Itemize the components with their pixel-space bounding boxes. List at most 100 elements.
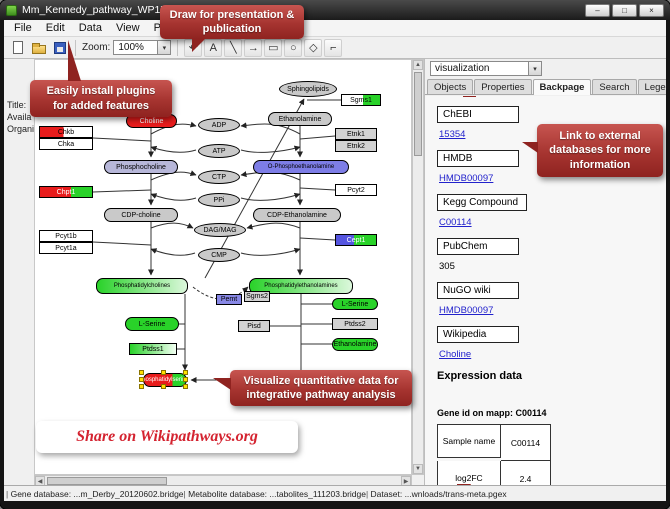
info-label: Availa xyxy=(7,112,32,122)
pathway-node[interactable]: Etnk2 xyxy=(335,140,377,152)
gene-id-line: Gene id on mapp: C00114 xyxy=(437,408,547,418)
pathway-node[interactable]: Phosphocholine xyxy=(104,160,178,174)
horizontal-scroll-thumb[interactable] xyxy=(47,477,167,485)
zoom-select[interactable]: 100% ▾ xyxy=(113,40,172,55)
menu-item[interactable]: File xyxy=(14,22,32,34)
visualization-select[interactable]: visualization ▾ xyxy=(430,61,542,76)
status-segment: Metabolite database: ...tabolites_111203… xyxy=(184,489,366,499)
database-link[interactable]: HMDB00097 xyxy=(439,173,494,184)
pathway-node[interactable]: DAG/MAG xyxy=(194,223,246,237)
title-bar[interactable]: Mm_Kennedy_pathway_WP1771_45176.gp... –□… xyxy=(0,0,670,20)
sidebar-tab[interactable]: Search xyxy=(592,79,637,94)
pathway-node[interactable]: Pemt xyxy=(216,294,242,305)
new-file-icon[interactable] xyxy=(9,39,27,57)
pathway-node[interactable]: Etnk1 xyxy=(335,128,377,140)
menu-item[interactable]: Data xyxy=(78,22,102,34)
database-name-box: Wikipedia xyxy=(437,326,519,343)
pathway-node[interactable]: L-Serine xyxy=(125,317,179,331)
toolbar: Zoom: 100% ▾ ↶A╲→▭○◇⌐ xyxy=(4,37,666,59)
selection-handle[interactable] xyxy=(183,384,188,389)
arrow-tool-icon[interactable]: → xyxy=(244,38,263,57)
pathway-node[interactable]: Sgms1 xyxy=(341,94,381,106)
pathway-node[interactable]: L-Serine xyxy=(332,298,378,310)
pathway-node[interactable]: CDP-Ethanolamine xyxy=(253,208,341,222)
sidebar-tab[interactable]: Legend xyxy=(637,79,666,94)
ellipse-tool-icon[interactable]: ○ xyxy=(284,38,303,57)
database-link[interactable]: HMDB00097 xyxy=(439,305,494,316)
pathway-node[interactable]: Chkb xyxy=(39,126,93,138)
database-link[interactable]: Choline xyxy=(439,349,472,360)
visualization-value: visualization xyxy=(435,63,490,74)
selection-handle[interactable] xyxy=(183,370,188,375)
chevron-down-icon[interactable]: ▾ xyxy=(157,41,171,54)
pathway-node[interactable]: ADP xyxy=(198,118,240,132)
close-button[interactable]: × xyxy=(639,3,664,17)
pathway-node[interactable]: Ethanolamine xyxy=(332,338,378,351)
vertical-scroll-thumb[interactable] xyxy=(414,72,422,156)
database-link[interactable]: 15354 xyxy=(439,129,466,140)
selection-handle[interactable] xyxy=(183,377,188,382)
selection-handle[interactable] xyxy=(161,370,166,375)
pathway-node[interactable]: Pisd xyxy=(238,320,270,332)
pathway-node[interactable]: Chka xyxy=(39,138,93,150)
sidebar-tab[interactable]: Objects xyxy=(427,79,474,94)
pathway-node[interactable]: CDP-choline xyxy=(104,208,178,222)
backpage-sections: ChEBI 15354 HMDB HMDB00097 Kegg Compound xyxy=(437,106,666,360)
menu-item[interactable]: View xyxy=(115,22,140,34)
scroll-up-icon[interactable]: ▲ xyxy=(413,60,423,70)
pathway-node[interactable]: Sgms2 xyxy=(244,291,270,302)
pathway-node[interactable]: Pcyt1a xyxy=(39,242,93,254)
scroll-down-icon[interactable]: ▼ xyxy=(413,464,423,474)
pathway-node[interactable]: Ptdss2 xyxy=(332,318,378,330)
pathway-node[interactable]: Ethanolamine xyxy=(268,112,332,126)
database-link[interactable]: 305 xyxy=(439,261,455,272)
status-segment: Dataset: ...wnloads/trans-meta.pgex xyxy=(366,489,507,499)
chevron-down-icon[interactable]: ▾ xyxy=(528,62,541,75)
database-name-box: Kegg Compound xyxy=(437,194,528,211)
pathway-node[interactable]: Pcyt1b xyxy=(39,230,93,242)
selection-handle[interactable] xyxy=(139,377,144,382)
table-cell: C00114 xyxy=(501,424,551,461)
pathway-node[interactable]: ATP xyxy=(198,144,240,158)
text-label-icon[interactable]: A xyxy=(204,38,223,57)
expression-table: Sample name C00114 log2FC 2.4 pvalue xyxy=(437,424,551,485)
sidebar-tab[interactable]: Properties xyxy=(474,79,532,94)
save-icon[interactable] xyxy=(51,39,69,57)
pathway-node[interactable]: O-Phosphoethanolamine xyxy=(253,160,349,174)
sidebar-tabs: ObjectsPropertiesBackpageSearchLegend xyxy=(425,78,666,95)
pathway-node[interactable]: Ptdss1 xyxy=(129,343,177,355)
pathway-node[interactable]: Cept1 xyxy=(335,234,377,246)
selection-handle[interactable] xyxy=(139,384,144,389)
selection-handle[interactable] xyxy=(139,370,144,375)
pathway-node[interactable]: Chpt1 xyxy=(39,186,93,198)
callout-link-databases: Link to external databases for more info… xyxy=(522,124,663,177)
pathway-node[interactable]: CMP xyxy=(198,248,240,262)
rectangle-tool-icon[interactable]: ▭ xyxy=(264,38,283,57)
vertical-scrollbar[interactable]: ▲ ▼ xyxy=(412,59,424,475)
diamond-tool-icon[interactable]: ◇ xyxy=(304,38,323,57)
connector-tool-icon[interactable]: ⌐ xyxy=(324,38,343,57)
backpage-section: Kegg Compound C00114 xyxy=(437,194,666,228)
pathway-node[interactable]: PPi xyxy=(198,193,240,207)
table-cell: Sample name xyxy=(437,424,501,458)
sidebar-tab[interactable]: Backpage xyxy=(532,79,592,95)
status-bar: Gene database: ...m_Derby_20120602.bridg… xyxy=(4,485,666,501)
pathway-node[interactable]: Phosphatidylethanolamines xyxy=(249,278,353,294)
table-row: log2FC 2.4 xyxy=(437,461,551,485)
menu-item[interactable]: Edit xyxy=(45,22,65,34)
pathway-node[interactable]: Sphingolipids xyxy=(279,81,337,97)
open-file-icon[interactable] xyxy=(30,39,48,57)
minimize-button[interactable]: – xyxy=(585,3,610,17)
table-row: Sample name C00114 xyxy=(437,424,551,461)
maximize-button[interactable]: □ xyxy=(612,3,637,17)
app-icon xyxy=(6,4,17,16)
selection-handle[interactable] xyxy=(161,384,166,389)
database-link[interactable]: C00114 xyxy=(439,217,472,228)
pathway-node[interactable]: Phosphatidylcholines xyxy=(96,278,188,294)
pathway-node[interactable]: CTP xyxy=(198,170,240,184)
line-tool-icon[interactable]: ╲ xyxy=(224,38,243,57)
window-controls: –□× xyxy=(585,3,664,17)
pathway-node[interactable]: Pcyt2 xyxy=(335,184,377,196)
